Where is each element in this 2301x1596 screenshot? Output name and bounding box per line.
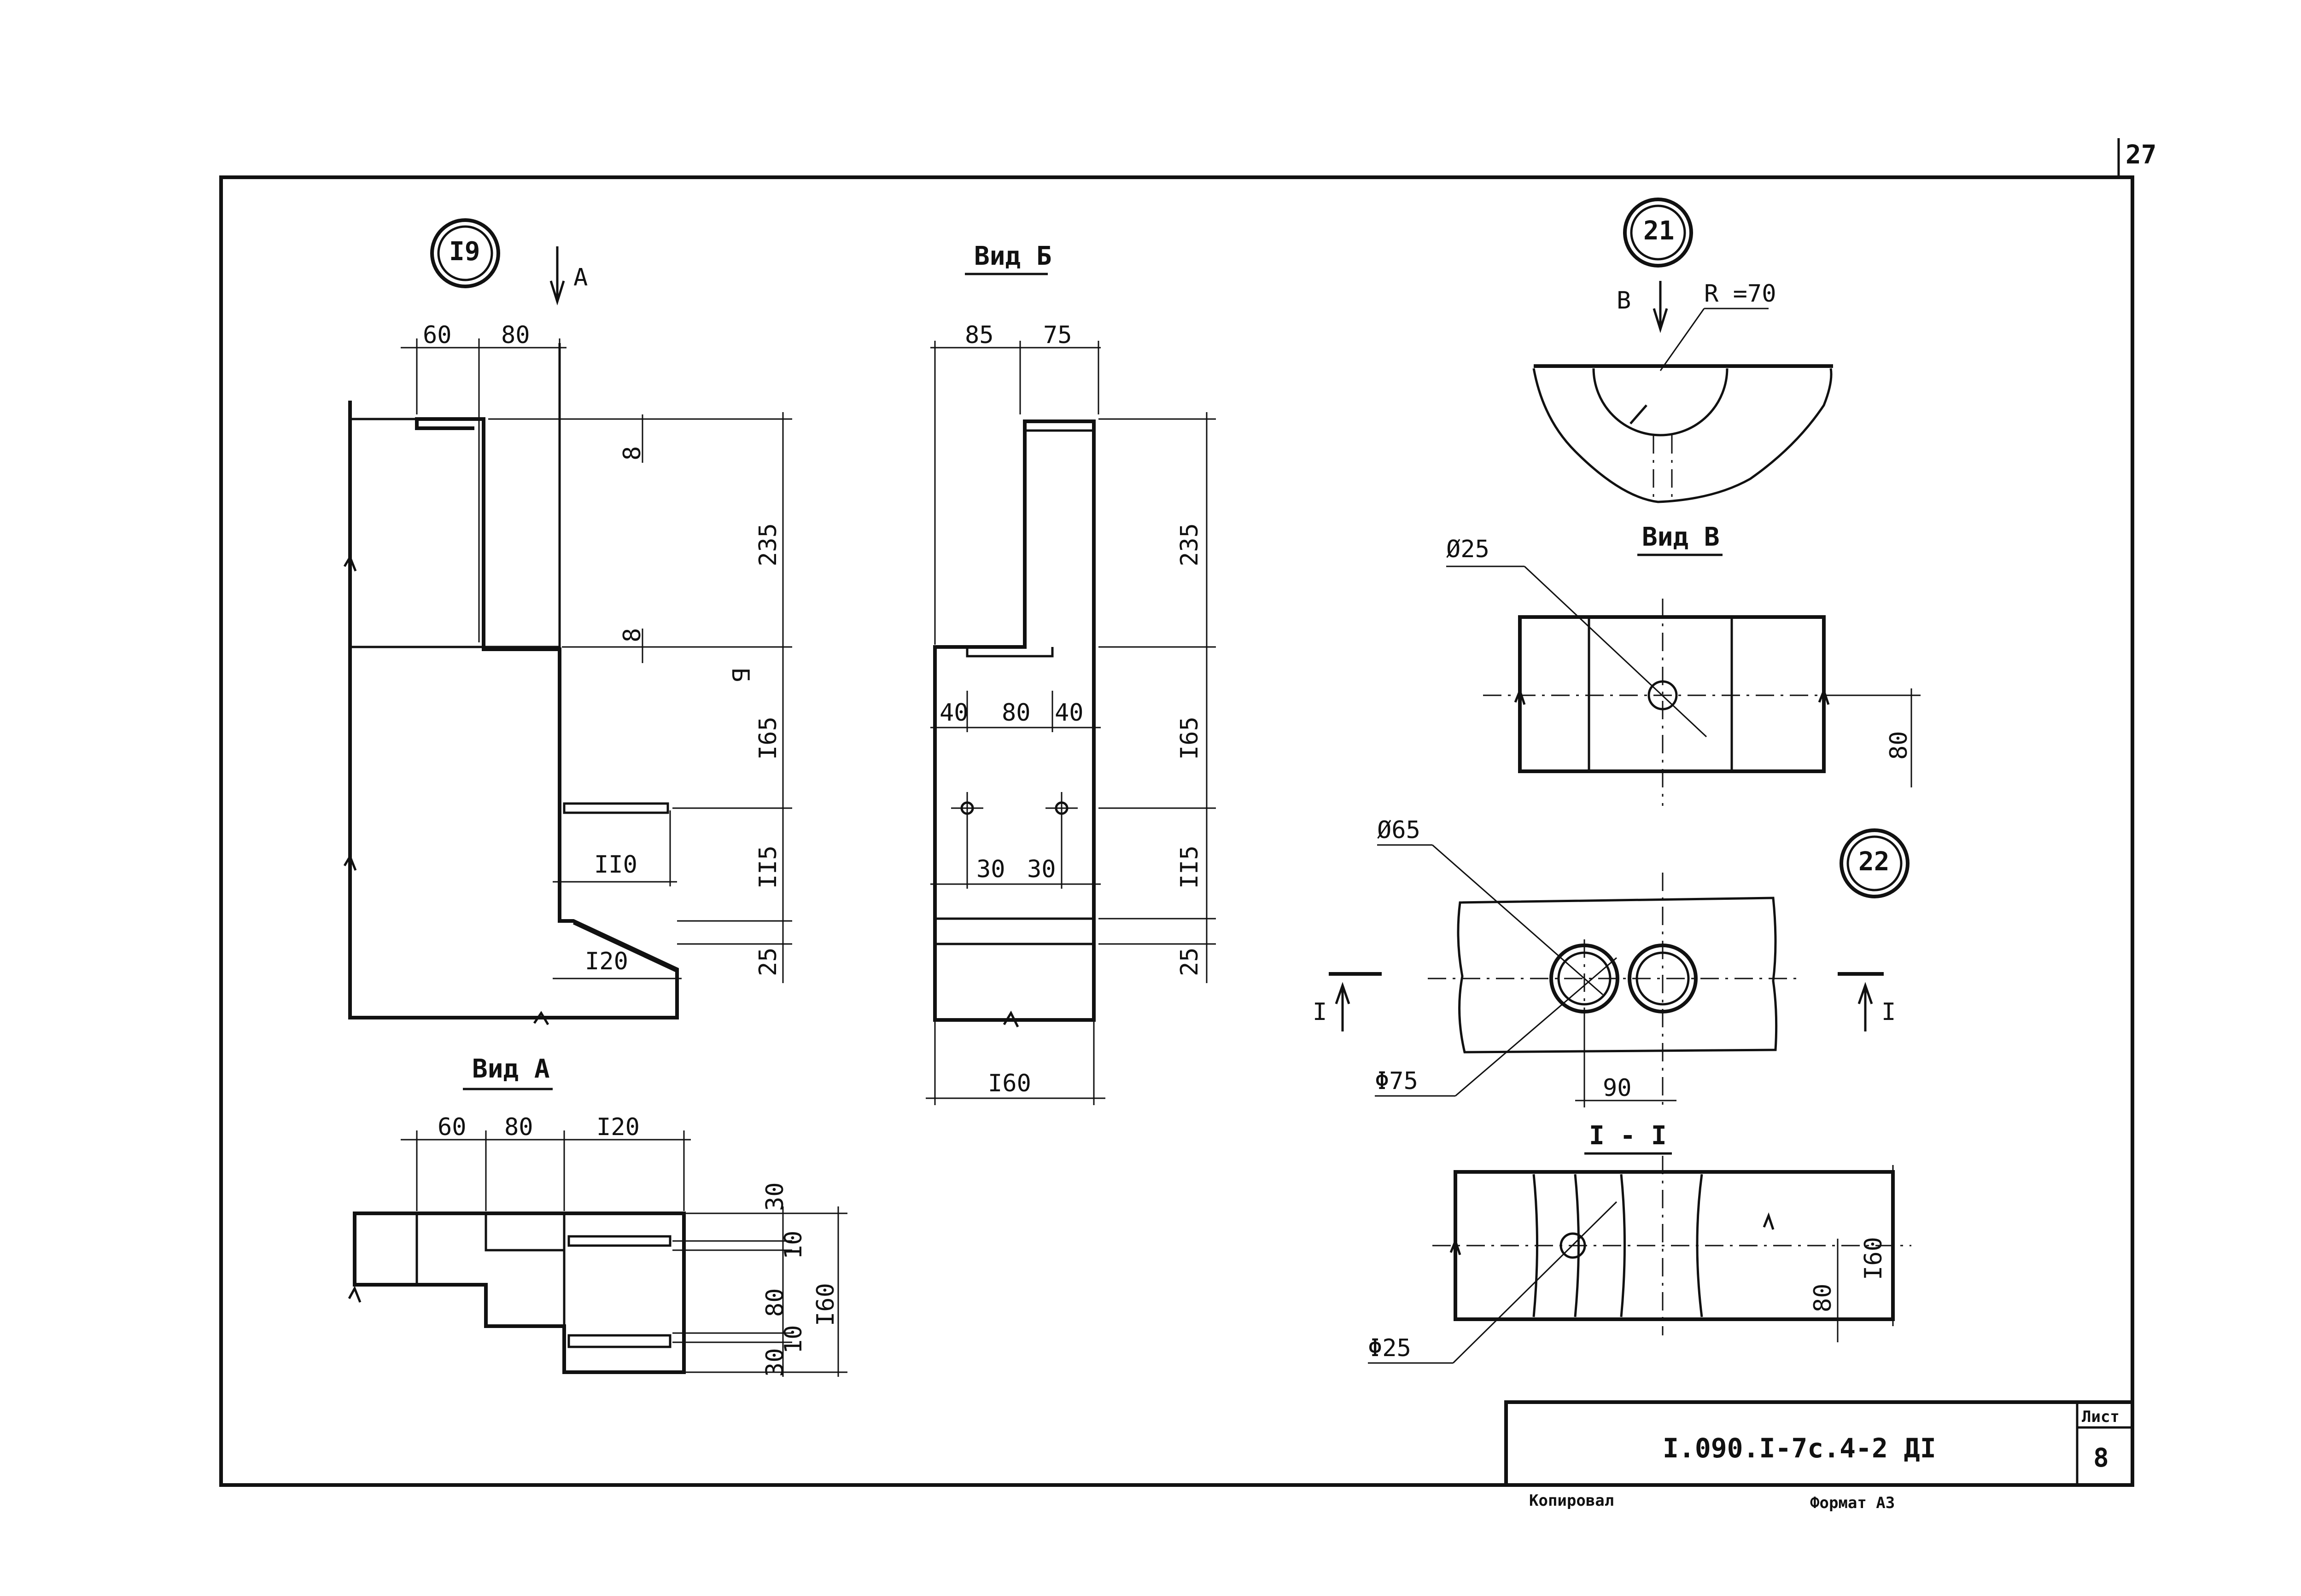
- detail-22-dim-90: 90: [1603, 1074, 1632, 1102]
- detail-21-hole-label: Ø25: [1446, 536, 1489, 563]
- title-block: I.090.I-7c.4-2 ДI Лист 8 Копировал Форма…: [1504, 1400, 2134, 1512]
- detail-19-marker: I9: [449, 237, 480, 267]
- view-a-dim-80: 80: [504, 1113, 533, 1141]
- detail-19-dim-80: 80: [501, 321, 530, 349]
- view-b-dim-40b: 40: [1055, 699, 1084, 727]
- page-number: 27: [2126, 140, 2156, 170]
- detail-21-dim-80: 80: [1885, 731, 1913, 760]
- document-code: I.090.I-7c.4-2 ДI: [1663, 1433, 1936, 1464]
- view-b-dim-40a: 40: [940, 699, 969, 727]
- detail-22: 22 Ø65 Φ75 90 I I I - I: [1313, 816, 1911, 1364]
- view-b2-title: Вид B: [1642, 522, 1720, 552]
- view-b-dim-165: I65: [1176, 716, 1203, 760]
- view-b-dim-160: I60: [988, 1070, 1031, 1097]
- sheet-label: Лист: [2082, 1408, 2120, 1426]
- detail-21: 21 B R =70 Вид B Ø25 80: [1446, 198, 1921, 806]
- detail-22-small-hole-label: Ø65: [1377, 816, 1420, 844]
- detail-19-dim-235: 235: [754, 523, 782, 566]
- detail-19-dim-25: 25: [754, 947, 782, 976]
- detail-19-dim-60: 60: [423, 321, 452, 349]
- view-a-dim-80: 80: [761, 1288, 789, 1317]
- detail-19-dim-8b: 8: [619, 628, 646, 642]
- view-a-dim-10a: 10: [780, 1230, 807, 1259]
- detail-22-section-mark-left: I: [1313, 998, 1327, 1026]
- view-b-dim-25: 25: [1176, 947, 1203, 976]
- sheet-frame: 27: [219, 138, 2156, 1487]
- detail-19-dim-165: I65: [754, 716, 782, 760]
- view-b-dim-75: 75: [1043, 321, 1072, 349]
- section-dim-160: I60: [1860, 1237, 1887, 1280]
- detail-21-marker: 21: [1643, 216, 1674, 246]
- detail-22-large-hole-label: Φ75: [1375, 1067, 1418, 1095]
- copied-label: Копировал: [1529, 1491, 1614, 1510]
- view-a-dim-30b: 30: [761, 1348, 789, 1377]
- section-title: I - I: [1589, 1121, 1667, 1151]
- view-b-elevation: Вид Б 85 75 235 I65 II5 25: [926, 241, 1216, 1105]
- section-hole-label: Φ25: [1368, 1334, 1411, 1362]
- view-b-dim-115: II5: [1176, 845, 1203, 889]
- detail-22-marker: 22: [1858, 847, 1889, 877]
- detail-22-section-mark-right: I: [1881, 998, 1896, 1026]
- view-a-title: Вид A: [472, 1054, 550, 1084]
- view-a-dim-60: 60: [438, 1113, 467, 1141]
- detail-21-arrow-label: B: [1617, 287, 1631, 315]
- section-dim-80: 80: [1809, 1283, 1837, 1312]
- view-a-dim-120: I20: [596, 1113, 640, 1141]
- detail-19-elevation: I9 A 60 80 8 235 8 I: [343, 218, 792, 1025]
- view-b-dim-235: 235: [1176, 523, 1203, 566]
- view-a-plan: Вид A 60 80 I20 30 10 80 10 30 I60: [348, 1054, 847, 1377]
- format-label: Формат A3: [1810, 1494, 1895, 1512]
- view-a-dim-160: I60: [812, 1283, 840, 1326]
- view-b-title: Вид Б: [974, 241, 1052, 271]
- view-a-dim-30a: 30: [761, 1182, 789, 1211]
- view-b-dim-30a: 30: [976, 856, 1005, 883]
- sheet-number: 8: [2093, 1443, 2109, 1473]
- detail-19-arrow-label: A: [573, 264, 588, 291]
- detail-19-dim-8a: 8: [619, 446, 646, 460]
- detail-19-section-label: Б: [726, 668, 754, 682]
- view-a-dim-10b: 10: [780, 1325, 807, 1354]
- detail-21-radius-label: R =70: [1704, 280, 1776, 308]
- view-b-dim-80: 80: [1002, 699, 1031, 727]
- view-b-dim-85: 85: [965, 321, 994, 349]
- detail-19-dim-110: II0: [594, 851, 637, 879]
- detail-19-dim-115: II5: [754, 845, 782, 889]
- view-b-dim-30b: 30: [1027, 856, 1056, 883]
- detail-19-dim-120: I20: [585, 948, 628, 975]
